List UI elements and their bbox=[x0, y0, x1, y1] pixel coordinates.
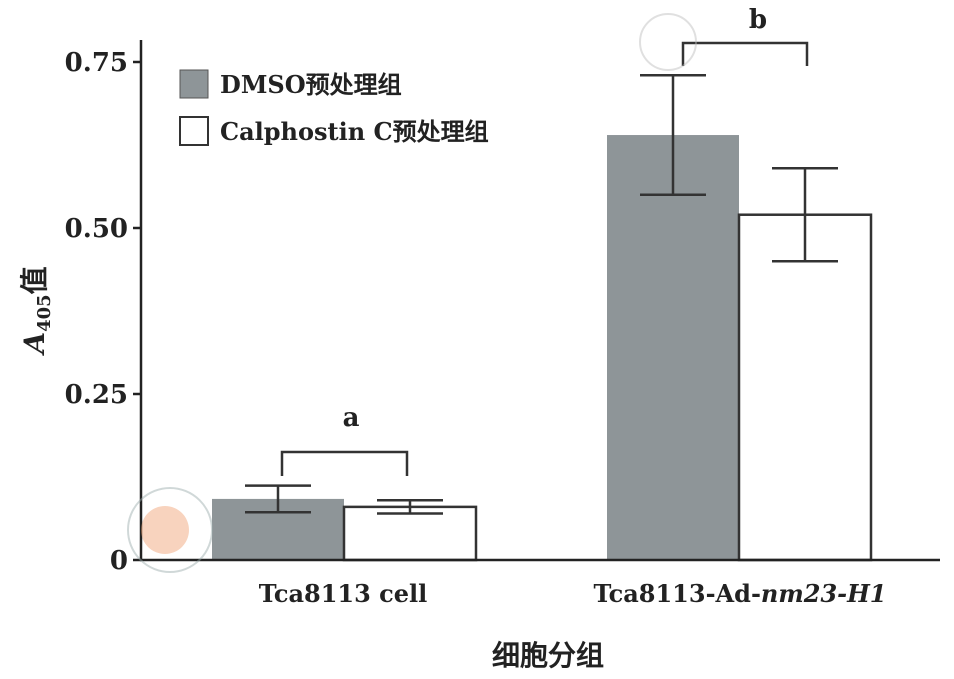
bar-dmso-1 bbox=[607, 135, 739, 561]
x-tick-label-0: Tca8113 cell bbox=[259, 579, 428, 608]
legend-label-dmso: DMSO预处理组 bbox=[220, 70, 402, 99]
y-tick-label: 0.50 bbox=[65, 214, 128, 244]
annotation-a: a bbox=[343, 403, 360, 433]
significance-b: b bbox=[681, 5, 809, 66]
significance-a: a bbox=[280, 403, 409, 476]
x-tick-label-1: Tca8113-Ad-nm23-H1 bbox=[594, 579, 887, 608]
bar-calphostin-0 bbox=[342, 505, 478, 562]
y-tick-label: 0 bbox=[110, 546, 128, 576]
legend-swatch-calphostin bbox=[179, 116, 209, 146]
bracket-b bbox=[681, 41, 809, 66]
annotation-b: b bbox=[749, 5, 767, 35]
y-axis-label: A405值 bbox=[18, 266, 55, 356]
x-axis-label: 细胞分组 bbox=[492, 639, 604, 672]
bracket-a bbox=[280, 450, 409, 476]
bar-calphostin-1 bbox=[737, 213, 873, 562]
legend-label-calphostin: Calphostin C预处理组 bbox=[220, 117, 489, 146]
y-tick-label: 0.75 bbox=[65, 48, 128, 78]
watermark-seal-icon bbox=[127, 13, 697, 573]
y-tick-label: 0.25 bbox=[65, 380, 128, 410]
legend-swatch-dmso bbox=[179, 69, 209, 99]
legend: DMSO预处理组 Calphostin C预处理组 bbox=[179, 69, 489, 146]
